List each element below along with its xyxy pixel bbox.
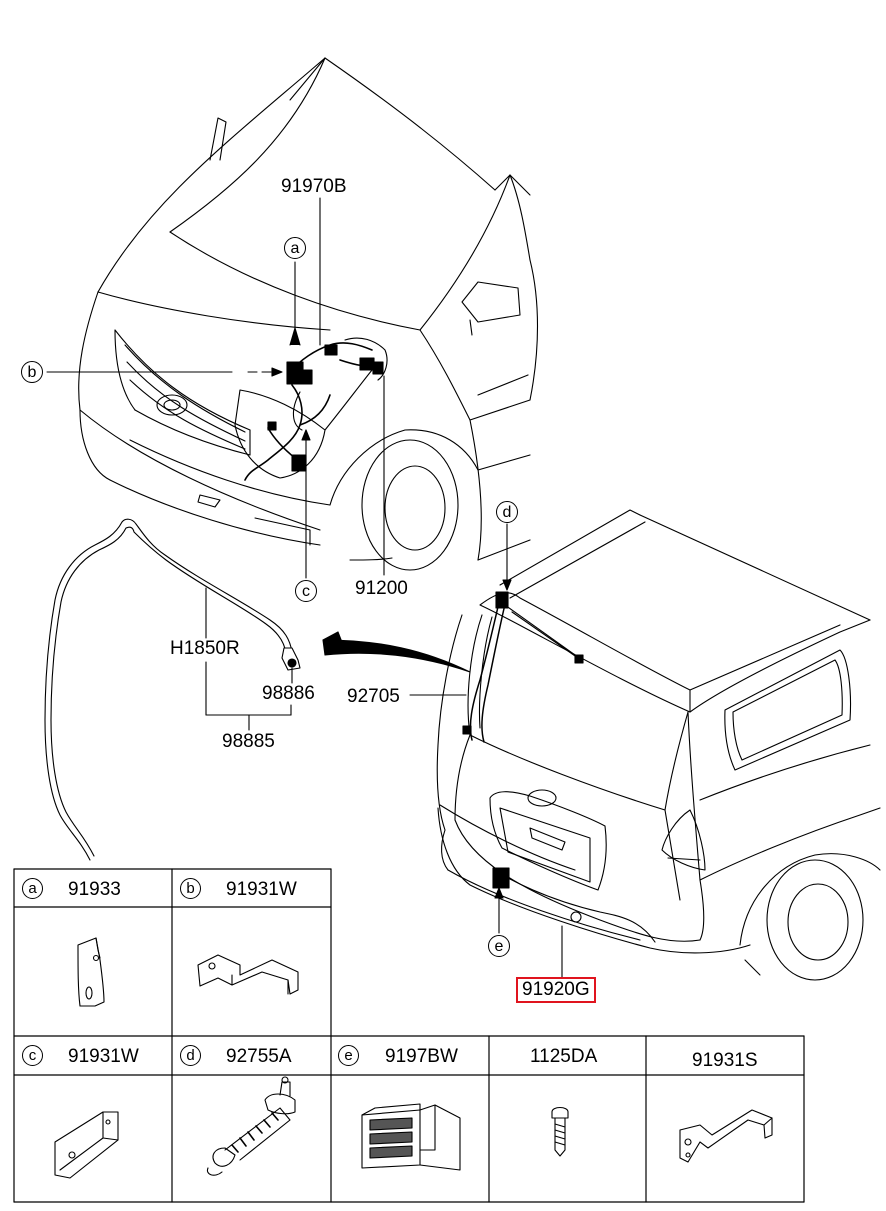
table-cell-letter-c: c	[22, 1045, 43, 1066]
part-label-92705[interactable]: 92705	[347, 686, 400, 707]
part-label-91970B[interactable]: 91970B	[281, 176, 347, 197]
rear-leader-lines	[409, 523, 563, 979]
table-cell-letter-d: d	[180, 1045, 201, 1066]
part-label-98886[interactable]: 98886	[262, 683, 315, 704]
part-91931W-b-illustration	[197, 954, 299, 995]
callout-c: c	[295, 580, 317, 602]
table-cell-code-9197BW[interactable]: 9197BW	[385, 1046, 458, 1067]
table-cell-code-1125DA[interactable]: 1125DA	[530, 1046, 598, 1067]
callout-e: e	[488, 935, 510, 957]
part-91931S-illustration	[679, 1109, 773, 1163]
part-92755A-illustration	[206, 1076, 296, 1176]
part-label-H1850R[interactable]: H1850R	[170, 638, 240, 659]
table-cell-code-91933[interactable]: 91933	[68, 879, 121, 900]
table-cell-letter-e: e	[338, 1045, 359, 1066]
part-label-98885[interactable]: 98885	[222, 731, 275, 752]
part-label-91200[interactable]: 91200	[355, 578, 408, 599]
table-cell-code-91931W-b[interactable]: 91931W	[226, 879, 297, 900]
callout-d: d	[496, 501, 518, 523]
table-cell-code-92755A[interactable]: 92755A	[226, 1046, 292, 1067]
table-cell-letter-b: b	[180, 878, 201, 899]
part-1125DA-illustration	[551, 1106, 569, 1157]
part-91931W-c-illustration	[54, 1111, 119, 1179]
table-cell-code-91931S[interactable]: 91931S	[692, 1050, 758, 1071]
callout-b: b	[21, 361, 43, 383]
callout-a: a	[284, 237, 306, 259]
washer-hose-illustration	[44, 518, 301, 861]
front-leader-lines	[46, 197, 385, 579]
front-vehicle-illustration	[78, 57, 539, 571]
rear-vehicle-illustration	[436, 509, 881, 981]
part-label-91920G-highlighted[interactable]: 91920G	[516, 977, 596, 1003]
parts-table-grid	[13, 868, 805, 1203]
part-9197BW-illustration	[361, 1103, 461, 1171]
table-cell-letter-a: a	[22, 878, 43, 899]
table-cell-code-91931W-c[interactable]: 91931W	[68, 1046, 139, 1067]
part-91933-illustration	[77, 937, 105, 1007]
